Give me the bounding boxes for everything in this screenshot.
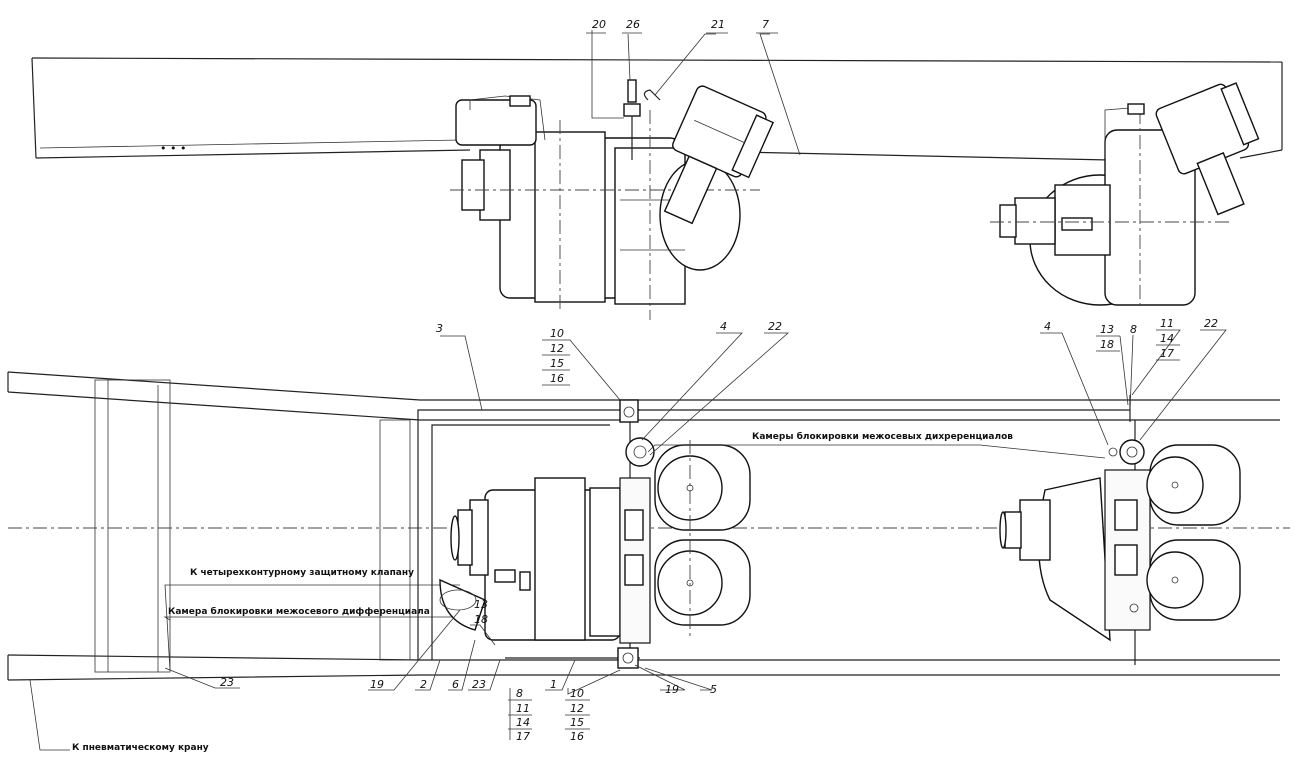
label-5: 5	[710, 683, 717, 696]
stack-bottom-left-1: 8	[516, 687, 523, 700]
label-4-right: 4	[1044, 320, 1051, 333]
frame-rail-side: • • •	[31, 57, 1283, 161]
stack-right-a-1: 13	[1100, 323, 1114, 336]
label-stack-top-mid: 10 12 15 16	[550, 327, 564, 385]
label-4-mid: 4	[720, 320, 727, 333]
stack-center-2: 18	[474, 613, 488, 626]
label-3: 3	[436, 322, 443, 335]
stack-bottom-left-4: 17	[516, 730, 530, 743]
caption-interaxle-chamber: Камера блокировки межосевого дифференциа…	[168, 606, 430, 617]
label-stack-bottom-mid: 10 12 15 16	[570, 687, 584, 743]
label-19-right: 19	[665, 683, 679, 696]
brake-chambers-middle-plan	[654, 440, 751, 640]
brake-chamber-rear-side	[1155, 82, 1260, 216]
caption-pneumatic-valve: К пневматическому крану	[72, 743, 209, 753]
brake-chamber-middle-side	[663, 85, 775, 225]
rear-axle-gearbox-side	[990, 103, 1230, 310]
stack-right-b-3: 17	[1160, 347, 1174, 360]
valve-assembly-top	[623, 79, 661, 160]
label-23-far: 23	[220, 676, 234, 689]
leaders-top	[586, 30, 801, 156]
label-stack-center: 13 18	[474, 598, 488, 626]
label-2: 2	[420, 678, 427, 691]
label-7: 7	[762, 18, 769, 31]
stack-center-1: 13	[474, 598, 488, 611]
label-22-right: 22	[1204, 317, 1218, 330]
label-23-left: 23	[472, 678, 486, 691]
label-19-left: 19	[370, 678, 384, 691]
stack-bottom-left-2: 11	[516, 702, 530, 715]
label-20: 20	[592, 18, 606, 31]
lock-chamber-rear	[1108, 439, 1145, 613]
label-22-mid: 22	[768, 320, 782, 333]
svg-text:• • •: • • •	[160, 142, 186, 155]
stack-top-mid-1: 10	[550, 327, 564, 340]
caption-four-circuit-valve: К четырехконтурному защитному клапану	[190, 568, 414, 578]
stack-right-b-2: 14	[1160, 332, 1174, 345]
middle-axle-gearbox-plan	[439, 477, 651, 644]
stack-bottom-mid-2: 12	[570, 702, 584, 715]
stack-top-mid-2: 12	[550, 342, 564, 355]
label-stack-right-b: 11 14 17	[1160, 317, 1174, 360]
stack-bottom-mid-3: 15	[570, 716, 584, 729]
label-8-right: 8	[1130, 323, 1137, 336]
stack-top-mid-3: 15	[550, 357, 564, 370]
rear-axle-gearbox-plan	[999, 469, 1151, 642]
stack-bottom-mid-4: 16	[570, 730, 584, 743]
label-stack-right-a: 13 18	[1100, 323, 1114, 351]
label-21: 21	[711, 18, 725, 31]
stack-top-mid-4: 16	[550, 372, 564, 385]
stack-bottom-left-3: 14	[516, 716, 530, 729]
side-elevation-view: • • •	[31, 18, 1283, 320]
brake-chambers-rear-plan	[1146, 444, 1241, 621]
label-6: 6	[452, 678, 459, 691]
stack-right-a-2: 18	[1100, 338, 1114, 351]
label-1: 1	[550, 678, 557, 691]
fitting-center	[439, 589, 477, 611]
stack-bottom-mid-1: 10	[570, 687, 584, 700]
lock-chamber-middle	[617, 399, 655, 669]
leaders-plan	[29, 329, 1227, 751]
stack-right-b-1: 11	[1160, 317, 1174, 330]
label-stack-bottom-left: 8 11 14 17	[516, 687, 530, 743]
plan-view: 3 10 12 15 16 4 22 4 13 18 8 11 14 17 22…	[7, 317, 1290, 753]
label-26: 26	[626, 18, 640, 31]
caption-interaxle-chambers: Камеры блокировки межосевых дихреренциал…	[752, 431, 1013, 442]
